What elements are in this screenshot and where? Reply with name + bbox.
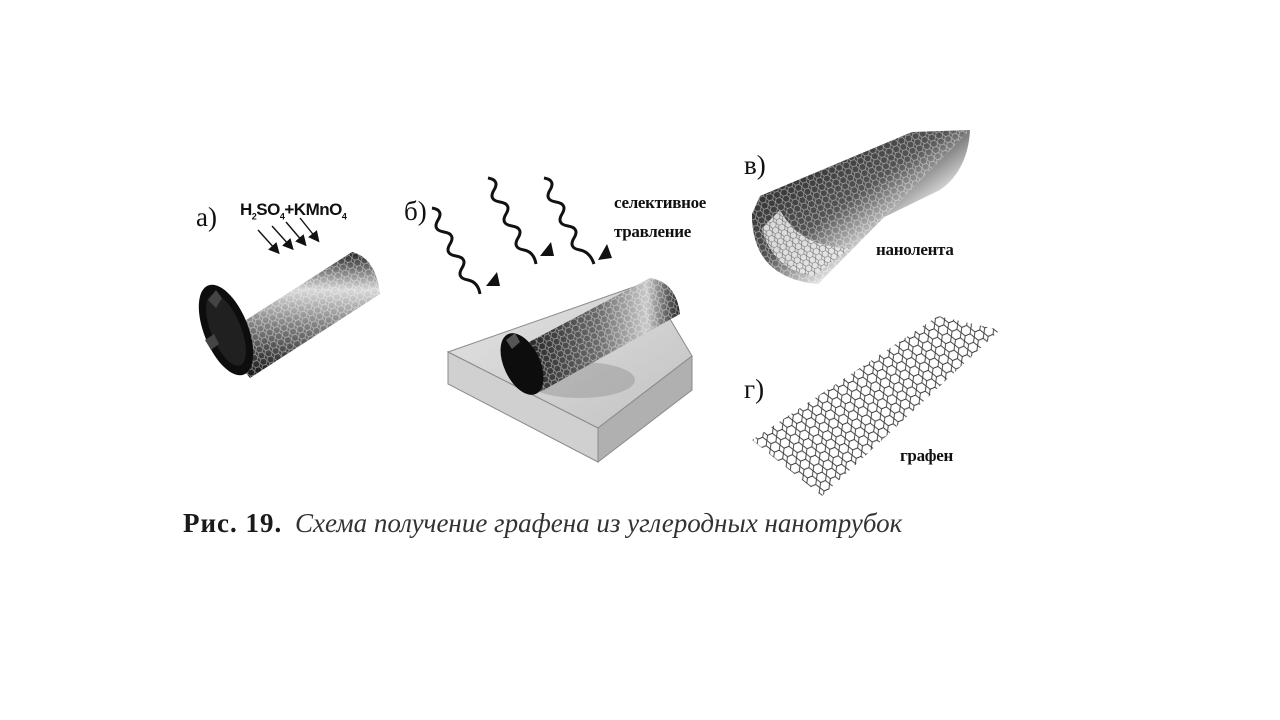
panel-v-illustration bbox=[752, 130, 970, 284]
etching-label-line2: травление bbox=[614, 222, 691, 241]
caption-text: Схема получение графена из углеродных на… bbox=[295, 508, 903, 538]
panel-b-letter: б) bbox=[404, 196, 427, 226]
figure-caption: Рис. 19. Схема получение графена из угле… bbox=[183, 508, 902, 539]
panel-b-illustration bbox=[431, 176, 693, 464]
panel-g-illustration bbox=[752, 316, 1000, 496]
wave-arrows bbox=[431, 176, 596, 295]
caption-number: Рис. 19. bbox=[183, 508, 283, 538]
reagent-formula: H2SO4+KMnO4 bbox=[240, 200, 347, 222]
etching-label-line1: селективное bbox=[614, 193, 707, 212]
panel-a-illustration bbox=[198, 217, 380, 378]
graphene-label: графен bbox=[900, 446, 953, 465]
panel-v-letter: в) bbox=[744, 150, 766, 180]
panel-g-letter: г) bbox=[744, 374, 765, 404]
nanoribbon-label: нанолента bbox=[876, 240, 954, 259]
panel-a-letter: а) bbox=[196, 202, 217, 232]
